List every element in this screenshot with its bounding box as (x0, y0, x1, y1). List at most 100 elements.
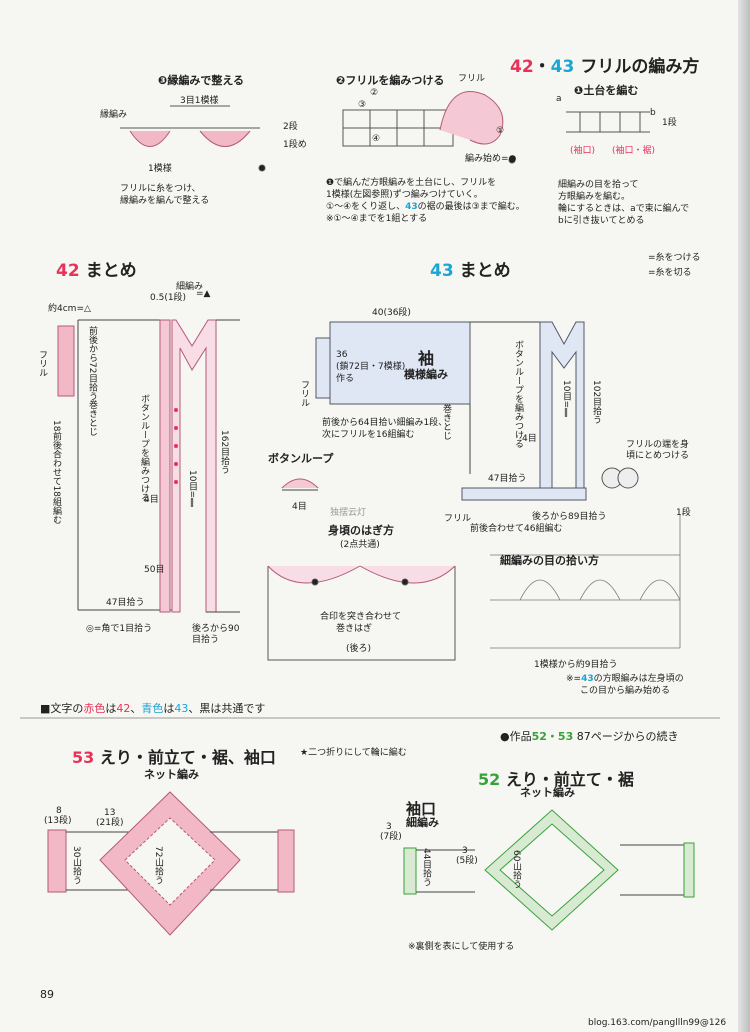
corner-note: ◎=角で1目拾う (86, 624, 153, 634)
point-b: b (650, 108, 656, 118)
base-desc-4: bに引き抜いてとめる (558, 216, 645, 226)
sleeve-width: 40(36段) (372, 308, 411, 318)
button-loop-heading: ボタンループ (268, 452, 334, 465)
seam-title: 身頃のはぎ方 (328, 524, 394, 537)
frill-label: フリル (458, 74, 486, 84)
cuff-hem-label-red: (袖口・裾) (612, 146, 656, 156)
page-edge-shadow (738, 0, 750, 1032)
net-stitch-53: ネット編み (144, 768, 199, 781)
marker-1: ① (496, 126, 505, 136)
cuff-label-red: (袖口) (570, 146, 596, 156)
heading-42: 42 まとめ (56, 261, 137, 281)
pick47-label-43: 47目拾う (488, 474, 527, 484)
pick30-label: 30山拾う (71, 846, 81, 885)
base-heading: ❶土台を編む (574, 84, 639, 97)
frill-desc-2: 1模様(左図参照)ずつ編みつけていく。 (326, 190, 483, 200)
sleeve-rows: 36 (336, 350, 348, 360)
label-3b: 3 (462, 846, 468, 856)
base-desc-2: 方眼編みを編む。 (558, 192, 631, 202)
seam-diagram (267, 565, 456, 661)
frill-desc-1: ❶で編んだ方眼編みを土台にし、フリルを (326, 178, 497, 188)
title-num-43: 43 (550, 57, 575, 77)
front46-label: 前後合わせて46組編む (470, 524, 563, 534)
base-desc-3: 輪にするときは、aで束に編んで (558, 204, 690, 214)
ten-stitch-label-43: 10目=‖ (561, 380, 571, 418)
label-7-rows: (7段) (380, 832, 402, 842)
seam-note-2: 巻きはぎ (336, 624, 373, 634)
edging-desc-1: フリルに糸をつけ、 (120, 184, 201, 194)
four-stitch-label-43: 4目 (522, 434, 537, 444)
marker-3: ③ (358, 100, 367, 110)
button-loop-label-42: ボタンループを編みつける (139, 394, 149, 502)
pick102-label: 102目拾う (591, 380, 601, 425)
frill-desc-4: ※①〜④までを1組とする (326, 214, 428, 224)
knit18-label: 18前後合わせて18組編む (51, 420, 61, 524)
one-pattern-label: 1模様 (148, 164, 172, 174)
continue-note: ●作品52・53 87ページからの続き (500, 730, 679, 743)
pick72-label-53: 72山拾う (153, 846, 163, 885)
label-13: 13 (104, 808, 116, 818)
frill-attach-diagram (342, 91, 516, 164)
pick47-label-42: 47目拾う (106, 598, 145, 608)
collar-53-diagram (47, 791, 295, 936)
frill-desc-3: ①〜④をくり返し、43の裾の最後は③まで編む。 (326, 202, 525, 212)
frill-label-43: フリル (299, 380, 309, 407)
frill-label-42: フリル (37, 350, 47, 377)
sleeve-rows-note: (鎖72目・7模様) (336, 362, 406, 372)
legend-attach-yarn: =糸をつける (648, 253, 701, 263)
label-5-rows: (5段) (456, 856, 478, 866)
heading-53: 53 えり・前立て・裾、袖口 (72, 748, 276, 767)
roll-label-43: 巻きとじ (441, 404, 451, 440)
edging-desc-2: 縁編みを編んで整える (120, 196, 210, 206)
pick-note-1: ※=43の方眼編みは左身頃の (566, 674, 684, 684)
pick162-label: 162目拾う (219, 430, 229, 475)
point-a: a (556, 94, 562, 104)
page-number: 89 (40, 988, 54, 1001)
fold-note: ★二つ折りにして輪に編む (300, 748, 407, 758)
marker-2: ② (370, 88, 379, 98)
frill-end-note: フリルの端を身頃にとめつける (626, 440, 690, 461)
pick72-label: 前後から72目拾う (87, 326, 97, 401)
edging-label: 縁編み (100, 110, 128, 120)
ten-stitch-label-42: 10目=‖ (187, 470, 197, 508)
piece-43-diagram (281, 321, 639, 501)
top-arrow-42: =▲ (196, 289, 211, 299)
fifty-stitch-label: 50目 (144, 565, 165, 575)
marker-4: ④ (372, 134, 381, 144)
seam-note-1: 合印を突き合わせて (320, 612, 402, 622)
stitch-chart (490, 515, 681, 649)
button-loop-four: 4目 (292, 502, 307, 512)
collar-52-diagram (403, 809, 695, 931)
four-stitch-label-42: 4目 (144, 495, 159, 505)
pick-note-3: この目から編み始める (580, 686, 671, 696)
piece-42-diagram (57, 319, 240, 613)
edging-diagram (120, 105, 266, 172)
source-url: blog.163.com/pangllln99@126 (588, 1018, 727, 1028)
top-label2-42: 0.5(1段) (150, 293, 187, 303)
label-13-rows: (13段) (44, 816, 72, 826)
cuff-subtitle: 細編み (406, 816, 439, 829)
sleeve-make: 作る (336, 374, 355, 384)
pick44-label: 44目拾う (421, 848, 431, 887)
label-3: 3 (386, 822, 392, 832)
sleeve-pattern: 模様編み (404, 368, 448, 381)
pick-chart-row: 1段 (676, 508, 691, 518)
frill-heading: ❷フリルを編みつける (336, 74, 445, 87)
back90-label: 後ろから90目拾う (192, 624, 240, 645)
row2-label: 2段 (283, 122, 298, 132)
title-dot: ・ (533, 57, 551, 77)
three-stitch-pattern-label: 3目1模様 (180, 96, 219, 106)
pick-chart-title: 細編みの目の拾い方 (500, 554, 599, 567)
base-desc-1: 細編みの目を拾って (558, 180, 639, 190)
sleeve-note-1: 前後から64目拾い細編み1段、 (322, 418, 448, 428)
sleeve-note-2: 次にフリルを16組編む (322, 430, 415, 440)
seam-subtitle: (2点共通) (340, 540, 380, 550)
button-loop-label-43: ボタンループを編みつける (513, 340, 523, 448)
top-label-42: 細編み (176, 282, 204, 292)
heading-43: 43 まとめ (430, 261, 511, 281)
label-21-rows: (21段) (96, 818, 124, 828)
title-text: フリルの編み方 (580, 57, 700, 77)
legend-cut-yarn: =糸を切る (648, 268, 692, 278)
